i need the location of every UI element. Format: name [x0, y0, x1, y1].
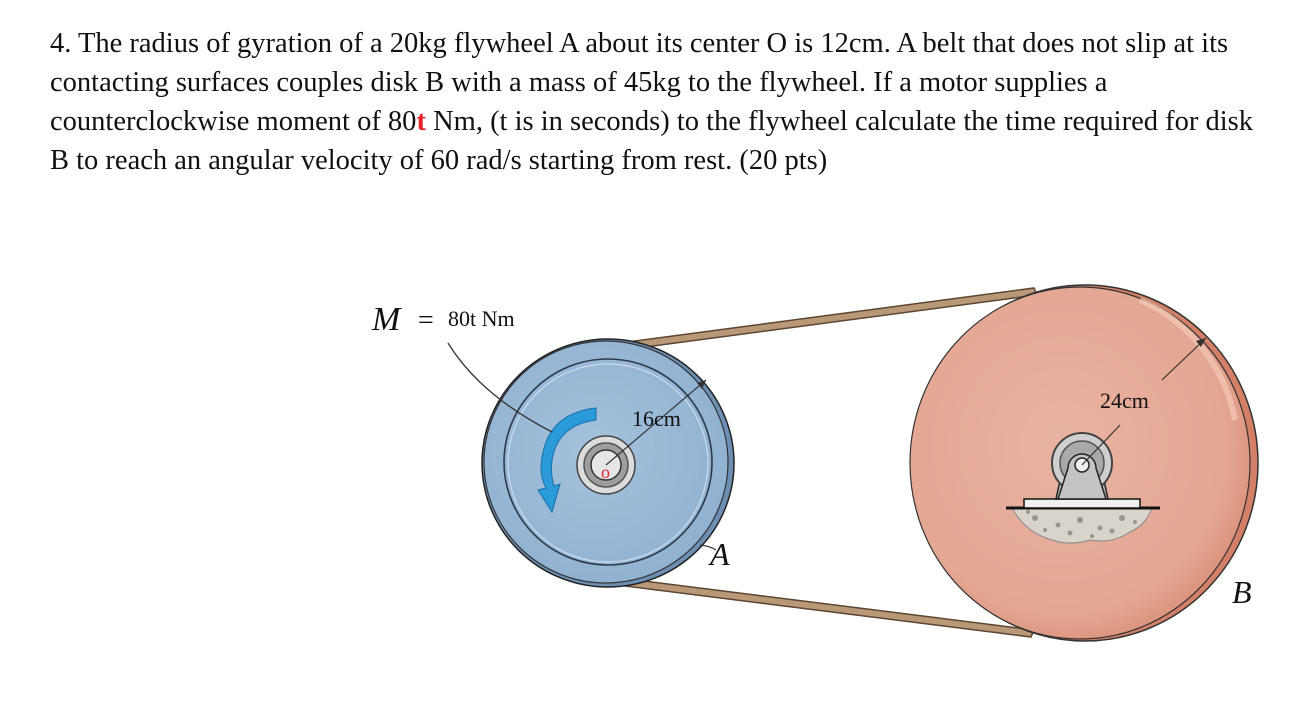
moment-value-label: 80t Nm: [448, 306, 515, 331]
center-o-label: o: [601, 462, 610, 482]
moment-symbol: M: [371, 301, 402, 338]
radius-b-label: 24cm: [1100, 388, 1149, 413]
problem-statement: 4. The radius of gyration of a 20kg flyw…: [50, 24, 1275, 180]
label-b: B: [1232, 574, 1252, 610]
radius-b-arrowhead: [1196, 338, 1206, 347]
gravel-pebbles: [1026, 510, 1137, 538]
gravel-base: [1011, 507, 1153, 544]
disk-b-highlight-arc: [1138, 297, 1238, 421]
moment-leader-line: [447, 342, 553, 433]
radius-a-arrowhead: [697, 380, 706, 389]
label-a-leader: [699, 544, 717, 551]
moment-arrow: [537, 407, 597, 514]
problem-highlight-t: t: [416, 106, 426, 137]
radius-b-line-lower: [1081, 424, 1121, 466]
problem-text-after: Nm, (t is in seconds) to the flywheel ca…: [50, 106, 1253, 176]
radius-a-line: [605, 379, 707, 466]
flywheel-a-inner-groove-light: [507, 363, 709, 563]
moment-equals: =: [418, 305, 434, 336]
bearing-bracket-front: [1056, 453, 1108, 500]
problem-text-before: 4. The radius of gyration of a 20kg flyw…: [50, 28, 1229, 137]
radius-a-label: 16cm: [632, 406, 681, 431]
disk-b-bearing: [1006, 432, 1160, 544]
flywheel-a-inner-groove: [503, 358, 713, 566]
moment-arrow-body: [537, 407, 597, 514]
radius-b-line-upper: [1161, 337, 1207, 381]
bearing-plate: [1023, 498, 1141, 509]
label-a: A: [708, 536, 730, 572]
